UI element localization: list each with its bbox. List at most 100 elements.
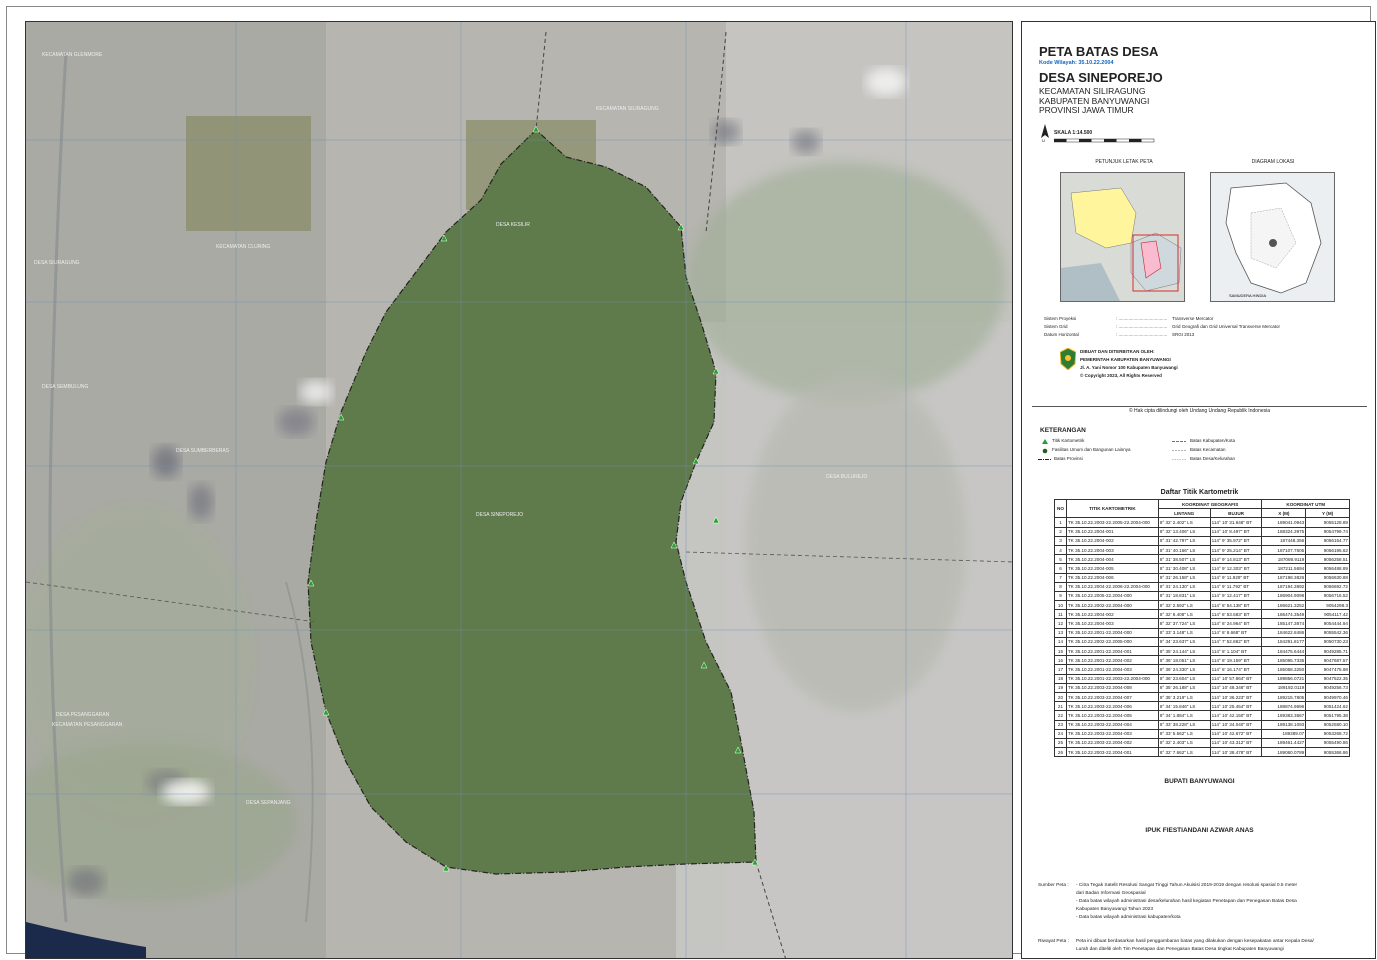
datum-info: Datum Horizontal : .....................… bbox=[1044, 332, 1195, 337]
svg-text:U: U bbox=[1042, 138, 1045, 142]
table-cell: 189389.07 bbox=[1261, 728, 1307, 739]
village-title: DESA SINEPOREJO bbox=[1039, 70, 1163, 85]
table-cell: 9047522.35 bbox=[1305, 673, 1350, 684]
inset-location-map bbox=[1060, 172, 1185, 302]
table-cell: TK 35.10.22.2004-002 bbox=[1065, 609, 1159, 620]
inset-sea-label: SAMUDERA HINDIA bbox=[1229, 293, 1266, 298]
map-label: KECAMATAN PESANGGARAN bbox=[52, 722, 123, 728]
map-label: DESA SUMBERBERAS bbox=[176, 448, 230, 454]
table-cell: 9047687.57 bbox=[1305, 655, 1350, 666]
map-label: DESA BULUREJO bbox=[826, 474, 868, 480]
col-lintang: LINTANG bbox=[1157, 508, 1211, 519]
table-cell: TK 35.10.22.2003-22.2004-001 bbox=[1065, 747, 1159, 758]
table-cell: 8° 32' 8.408" LS bbox=[1157, 609, 1211, 620]
map-label: KECAMATAN SILIRAGUNG bbox=[596, 106, 659, 112]
map-label: DESA PESANGGARAN bbox=[56, 712, 110, 718]
table-cell: 21 bbox=[1054, 701, 1067, 712]
map-label: DESA KESILIR bbox=[496, 222, 530, 228]
table-cell: 1 bbox=[1054, 517, 1067, 528]
grid-info: Sistem Grid : ..........................… bbox=[1044, 324, 1281, 329]
inset-location-title: PETUNJUK LETAK PETA bbox=[1095, 159, 1153, 165]
table-cell: 114° 8' 8.668" BT bbox=[1209, 627, 1263, 638]
satellite-map[interactable] bbox=[26, 22, 1013, 959]
table-cell: 188874.9696 bbox=[1261, 701, 1307, 712]
table-cell: TK 35.10.22.2001-22.2003-22.2004-000 bbox=[1065, 673, 1159, 684]
table-cell: 8° 31' 18.831" LS bbox=[1157, 590, 1211, 602]
table-cell: 189138.1093 bbox=[1261, 719, 1307, 730]
table-cell: 114° 10' 43.312" BT bbox=[1209, 737, 1263, 749]
map-frame[interactable]: KECAMATAN GLENMORE KECAMATAN SILIRAGUNG … bbox=[25, 21, 1013, 959]
scale-bar bbox=[1054, 138, 1155, 143]
table-cell: TK 35.10.22.2002-22.2005-000 bbox=[1065, 636, 1159, 648]
table-cell: 114° 9' 12.417" BT bbox=[1209, 590, 1263, 602]
source-lines: - Citra Tegak Satelit Resolusi Sangat Ti… bbox=[1076, 883, 1298, 920]
table-cell: TK 35.10.22.2001-22.2004-003 bbox=[1065, 664, 1159, 675]
inset-diagram-map: SAMUDERA HINDIA bbox=[1210, 172, 1335, 302]
table-cell: 114° 10' 8.497" BT bbox=[1209, 526, 1263, 537]
table-cell: 8° 32' 2.403" LS bbox=[1157, 737, 1211, 749]
table-cell: 114° 10' 42.672" BT bbox=[1209, 728, 1263, 739]
table-cell: 8° 36' 23.604" LS bbox=[1157, 673, 1211, 684]
col-bujur: BUJUR bbox=[1209, 508, 1263, 519]
table-cell: TK 35.10.22.2004-005 bbox=[1065, 563, 1159, 574]
legend-item: Fasilitas Umum dan Bangunan Lainnya bbox=[1052, 447, 1131, 452]
table-cell: 9047475.98 bbox=[1305, 664, 1350, 675]
producer-line: DIBUAT DAN DITERBITKAN OLEH: bbox=[1080, 349, 1155, 354]
producer-line: PEMERINTAH KABUPATEN BANYUWANGI bbox=[1080, 357, 1171, 362]
table-cell: 9051795.38 bbox=[1305, 710, 1350, 721]
table-cell: 185147.3874 bbox=[1261, 618, 1307, 629]
admin-hierarchy: KECAMATAN SILIRAGUNG KABUPATEN BANYUWANG… bbox=[1039, 86, 1150, 115]
table-cell: 114° 8' 54.138" BT bbox=[1209, 600, 1263, 611]
table-cell: 186474.3549 bbox=[1261, 609, 1307, 620]
table-cell: TK 35.10.22.2003-22.2004-004 bbox=[1065, 719, 1159, 730]
table-cell: 15 bbox=[1054, 645, 1067, 657]
table-cell: 187198.3826 bbox=[1261, 572, 1307, 583]
scale-label: SKALA 1:14.500 bbox=[1054, 130, 1093, 136]
table-cell: 8 bbox=[1054, 581, 1067, 592]
kartometrik-points[interactable] bbox=[307, 125, 759, 872]
table-cell: 114° 8' 16.174" BT bbox=[1209, 664, 1263, 675]
table-title: Daftar Titik Kartometrik bbox=[1160, 489, 1239, 496]
table-cell: 3 bbox=[1054, 535, 1067, 546]
map-sheet: KECAMATAN GLENMORE KECAMATAN SILIRAGUNG … bbox=[6, 6, 1376, 959]
table-cell: 9050730.23 bbox=[1305, 636, 1350, 648]
table-cell: TK 35.10.22.2003-22.2005-22.2004-000 bbox=[1065, 517, 1159, 528]
table-cell: 12 bbox=[1054, 618, 1067, 629]
table-cell: 14 bbox=[1054, 636, 1067, 648]
legend-item: Batas Kabupaten/Kota bbox=[1190, 438, 1236, 443]
table-cell: 10 bbox=[1054, 600, 1067, 611]
table-cell: TK 35.10.22.2001-22.2004-000 bbox=[1065, 627, 1159, 638]
table-cell: 8° 35' 24.144" LS bbox=[1157, 645, 1211, 657]
table-cell: 185095.7335 bbox=[1261, 655, 1307, 666]
col-y: Y (M) bbox=[1305, 508, 1350, 519]
table-cell: 189215.7805 bbox=[1261, 691, 1307, 703]
table-cell: 11 bbox=[1054, 609, 1067, 620]
table-cell: 4 bbox=[1054, 544, 1067, 556]
table-cell: TK 35.10.22.2004-002 bbox=[1065, 535, 1159, 546]
map-label: KECAMATAN GLENMORE bbox=[42, 52, 103, 58]
table-cell: TK 35.10.22.2001-22.2004-002 bbox=[1065, 655, 1159, 666]
table-cell: 114° 10' 48.346" BT bbox=[1209, 682, 1263, 693]
table-cell: 8° 31' 40.156" LS bbox=[1157, 544, 1211, 556]
table-cell: 22 bbox=[1054, 710, 1067, 721]
table-cell: 114° 9' 11.929" BT bbox=[1209, 572, 1263, 583]
table-cell: 189383.3667 bbox=[1261, 710, 1307, 721]
table-cell: 187194.3892 bbox=[1261, 581, 1307, 592]
col-no: NO bbox=[1054, 498, 1067, 519]
table-cell: TK 35.10.22.2003-22.2004-003 bbox=[1065, 728, 1159, 739]
